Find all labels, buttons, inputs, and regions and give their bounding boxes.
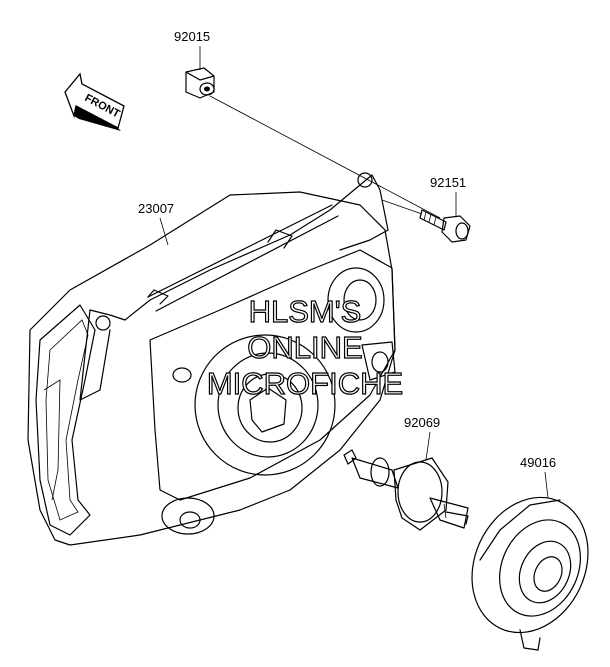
part-number-92015: 92015	[174, 29, 210, 44]
headlamp-housing-icon	[27, 172, 396, 546]
bolt-icon	[419, 209, 471, 243]
leader-line-92151	[381, 199, 423, 215]
part-number-23007: 23007	[138, 201, 174, 216]
leader-23007	[159, 217, 169, 246]
clip-nut-icon	[185, 67, 215, 99]
watermark-line-2: ONLINE	[247, 330, 362, 365]
watermark-line-3: MICROFICHE	[207, 366, 403, 401]
leader-49016	[544, 471, 549, 499]
bulb-icon	[343, 449, 469, 531]
leader-line-92015	[209, 95, 441, 219]
watermark: HLSM'S ONLINE MICROFICHE	[206, 293, 404, 401]
part-number-92151: 92151	[430, 175, 466, 190]
watermark-line-1: HLSM'S	[249, 294, 362, 329]
boot-cover-icon	[471, 496, 589, 651]
part-number-92069: 92069	[404, 415, 440, 430]
part-number-49016: 49016	[520, 455, 556, 470]
front-arrow-icon: FRONT	[64, 72, 125, 131]
leader-92069	[425, 431, 431, 461]
